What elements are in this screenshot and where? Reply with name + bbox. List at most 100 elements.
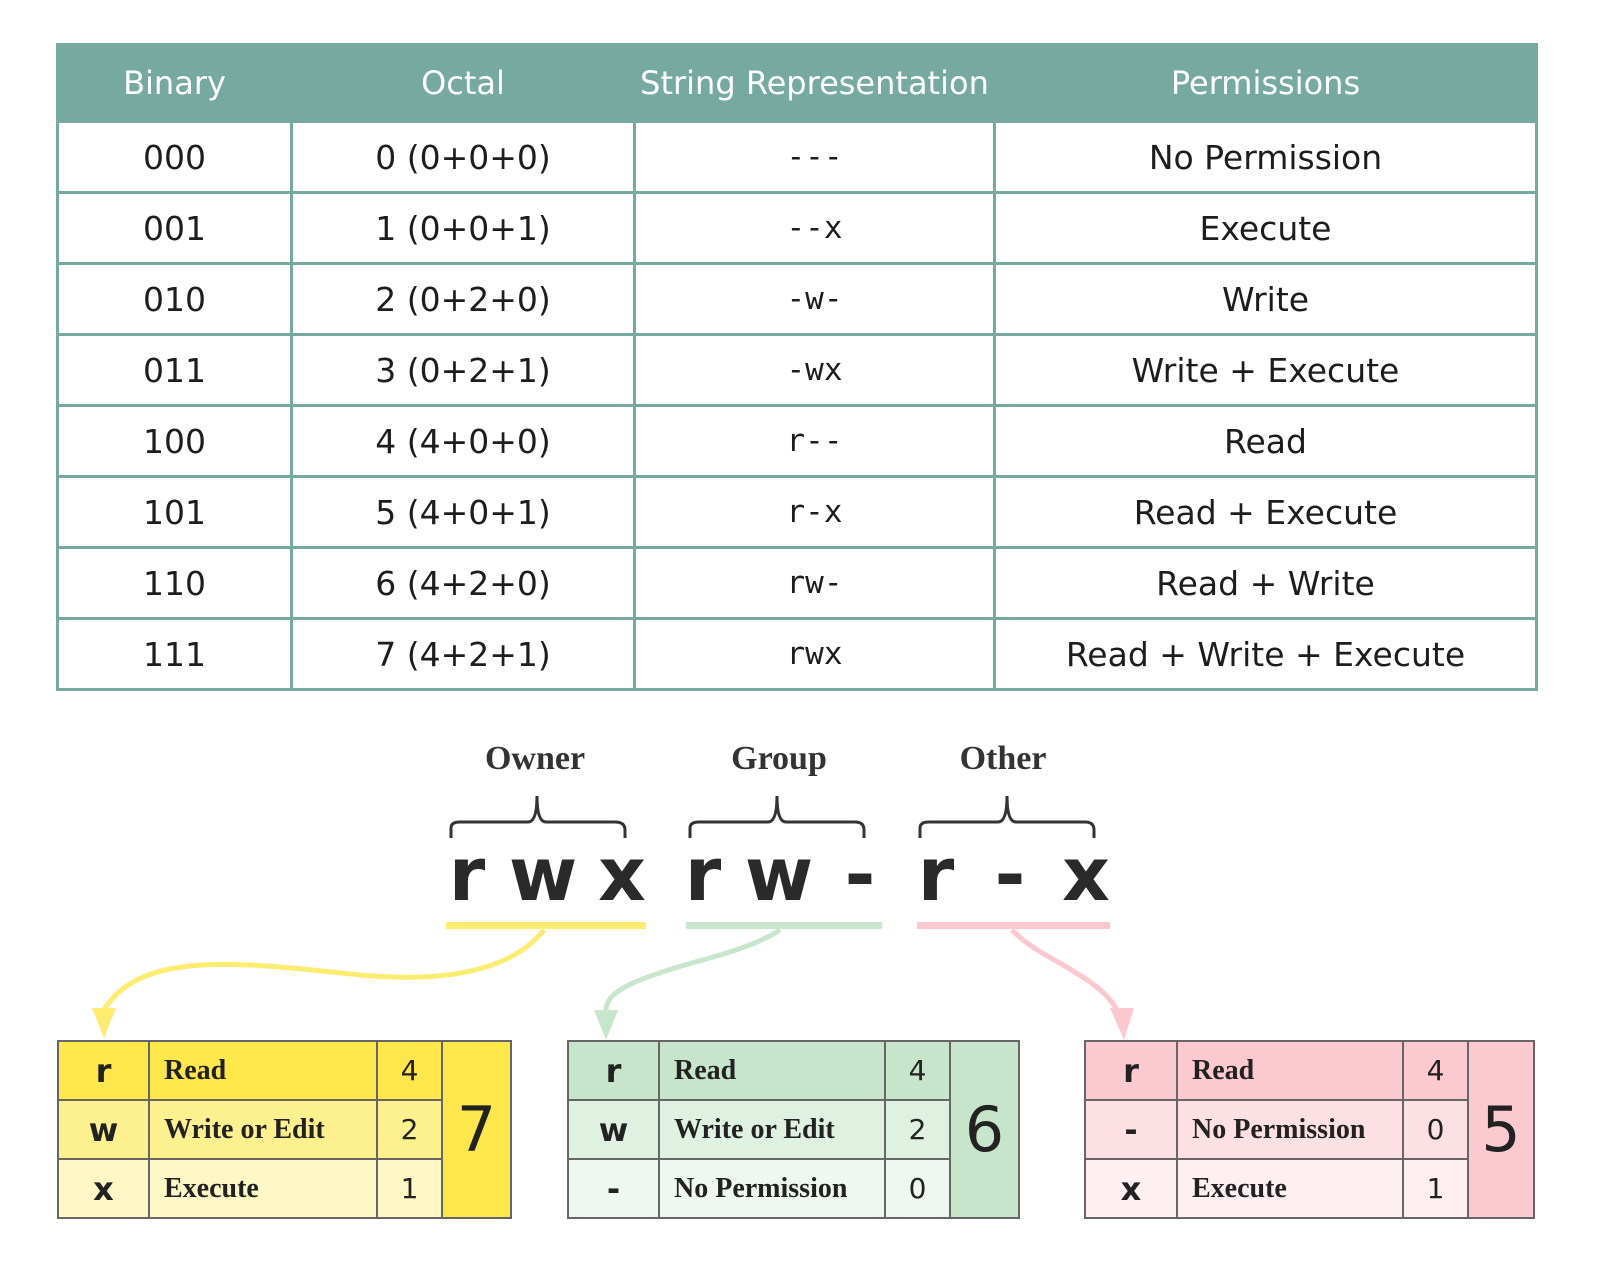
box-permission-name: Read [658, 1040, 886, 1101]
cell-octal: 5 (4+0+1) [290, 475, 636, 549]
cell-permission: Read + Write [993, 546, 1538, 620]
box-value: 1 [376, 1158, 443, 1219]
box-value: 0 [1402, 1099, 1469, 1160]
other-label: Other [959, 740, 1047, 777]
other-execute-char: x [1062, 832, 1110, 918]
owner-write-char: w [508, 832, 578, 918]
box-permission-name: Read [148, 1040, 378, 1101]
box-permission-name: Write or Edit [658, 1099, 886, 1160]
cell-permission: No Permission [993, 120, 1538, 194]
cell-octal: 3 (0+2+1) [290, 333, 636, 407]
cell-permission: Write + Execute [993, 333, 1538, 407]
owner-execute-char: x [598, 832, 646, 918]
group-arrow [603, 927, 782, 1013]
cell-binary: 010 [56, 262, 293, 336]
cell-binary: 001 [56, 191, 293, 265]
box-permission-name: No Permission [1176, 1099, 1404, 1160]
box-row: - No Permission 0 [1084, 1099, 1534, 1160]
table-row: 111 7 (4+2+1) rwx Read + Write + Execute [56, 617, 1538, 691]
box-row: r Read 4 6 [567, 1040, 1020, 1219]
permission-table: Binary Octal String Representation Permi… [56, 43, 1538, 691]
other-read-char: r [917, 832, 955, 918]
box-row: x Execute 1 [57, 1158, 511, 1219]
group-execute-char: - [844, 832, 876, 918]
box-char: - [567, 1158, 660, 1219]
cell-permission: Read [993, 404, 1538, 478]
group-arrowhead [594, 1010, 618, 1040]
group-read-char: r [684, 832, 722, 918]
other-brace [918, 795, 1096, 838]
table-row: 110 6 (4+2+0) rw- Read + Write [56, 546, 1538, 620]
box-value: 0 [884, 1158, 951, 1219]
cell-string: r-x [633, 475, 996, 549]
box-permission-name: Execute [1176, 1158, 1404, 1219]
box-permission-name: Read [1176, 1040, 1404, 1101]
box-value: 4 [884, 1040, 951, 1101]
box-row: w Write or Edit 2 [567, 1099, 1019, 1160]
cell-permission: Read + Write + Execute [993, 617, 1538, 691]
cell-string: --x [633, 191, 996, 265]
box-row: r Read 4 5 [1084, 1040, 1535, 1219]
box-row: - No Permission 0 [567, 1158, 1019, 1219]
cell-octal: 7 (4+2+1) [290, 617, 636, 691]
box-permission-name: Write or Edit [148, 1099, 378, 1160]
group-label: Group [731, 740, 827, 777]
table-row: 011 3 (0+2+1) -wx Write + Execute [56, 333, 1538, 407]
owner-label: Owner [484, 740, 586, 777]
group-write-char: w [744, 832, 814, 918]
cell-binary: 111 [56, 617, 293, 691]
box-char: x [1084, 1158, 1178, 1219]
cell-permission: Write [993, 262, 1538, 336]
box-char: r [1084, 1040, 1178, 1101]
cell-binary: 000 [56, 120, 293, 194]
box-total: 7 [441, 1040, 512, 1219]
group-brace [688, 795, 866, 838]
box-value: 1 [1402, 1158, 1469, 1219]
cell-binary: 110 [56, 546, 293, 620]
cell-binary: 011 [56, 333, 293, 407]
table-row: 001 1 (0+0+1) --x Execute [56, 191, 1538, 265]
cell-string: rwx [633, 617, 996, 691]
box-row: w Write or Edit 2 [57, 1099, 511, 1160]
box-char: w [567, 1099, 660, 1160]
cell-string: -wx [633, 333, 996, 407]
box-value: 4 [376, 1040, 443, 1101]
table-row: 101 5 (4+0+1) r-x Read + Execute [56, 475, 1538, 549]
cell-octal: 1 (0+0+1) [290, 191, 636, 265]
box-char: - [1084, 1099, 1178, 1160]
cell-binary: 101 [56, 475, 293, 549]
owner-underline [446, 922, 646, 929]
box-value: 2 [884, 1099, 951, 1160]
owner-arrow [101, 928, 546, 1012]
header-string-representation: String Representation [633, 43, 996, 123]
group-underline [686, 922, 882, 929]
cell-string: rw- [633, 546, 996, 620]
cell-octal: 4 (4+0+0) [290, 404, 636, 478]
other-underline [917, 922, 1110, 929]
table-header-row: Binary Octal String Representation Permi… [56, 43, 1538, 123]
table-row: 010 2 (0+2+0) -w- Write [56, 262, 1538, 336]
box-permission-name: Execute [148, 1158, 378, 1219]
box-char: r [57, 1040, 150, 1101]
table-row: 100 4 (4+0+0) r-- Read [56, 404, 1538, 478]
header-binary: Binary [56, 43, 293, 123]
box-value: 2 [376, 1099, 443, 1160]
owner-brace [449, 795, 627, 838]
box-char: r [567, 1040, 660, 1101]
table-row: 000 0 (0+0+0) --- No Permission [56, 120, 1538, 194]
box-char: w [57, 1099, 150, 1160]
other-arrow [1010, 928, 1121, 1014]
cell-string: --- [633, 120, 996, 194]
cell-octal: 6 (4+2+0) [290, 546, 636, 620]
cell-string: r-- [633, 404, 996, 478]
cell-octal: 2 (0+2+0) [290, 262, 636, 336]
other-arrowhead [1110, 1008, 1134, 1040]
header-permissions: Permissions [993, 43, 1538, 123]
group-permission-box: r Read 4 6 w Write or Edit 2 - No Permis… [567, 1040, 1020, 1219]
cell-string: -w- [633, 262, 996, 336]
owner-arrowhead [92, 1008, 116, 1038]
box-row: x Execute 1 [1084, 1158, 1534, 1219]
box-permission-name: No Permission [658, 1158, 886, 1219]
header-octal: Octal [290, 43, 636, 123]
box-total: 6 [949, 1040, 1020, 1219]
